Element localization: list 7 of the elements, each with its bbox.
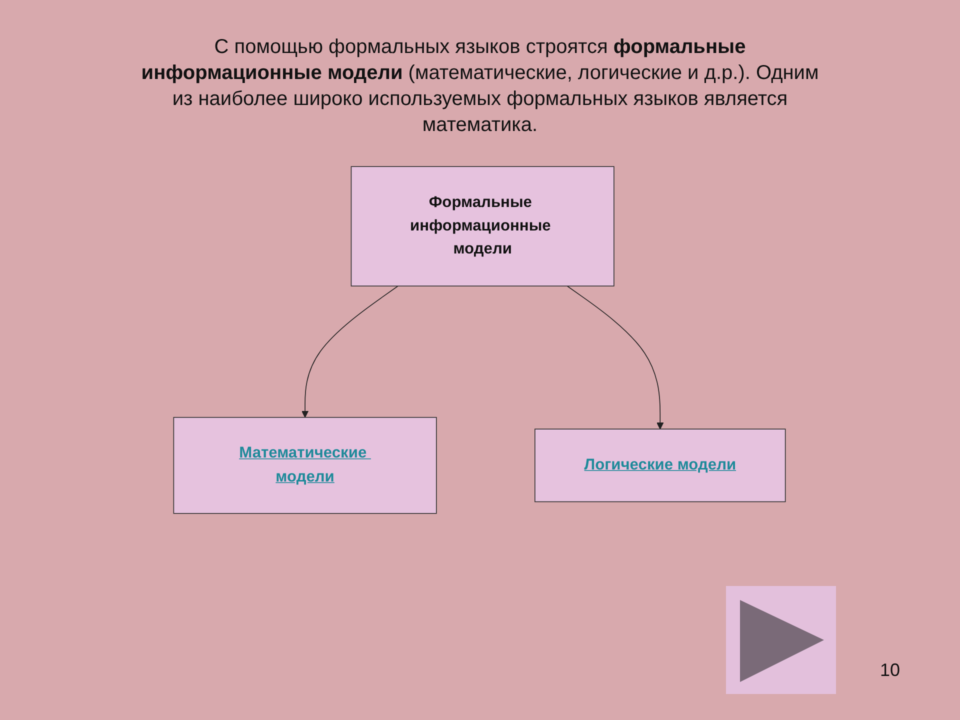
page-number: 10 [880,660,900,681]
node-box: Формальные информационные модели [351,166,615,286]
node-box: Логические модели [535,428,786,502]
node-box: Математические модели [174,416,438,514]
intro-paragraph: С помощью формальных языков строятся формальные информационные модели (математические, логические и д.р.). Одним из наиболее широко используемых формальных языков является математика. [140,35,820,138]
arrow [567,286,664,430]
arrow [302,286,399,418]
